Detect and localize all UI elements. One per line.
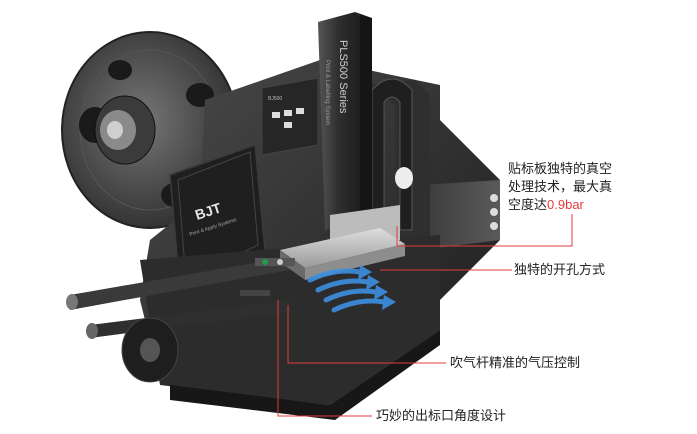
- lower-edge: [170, 330, 440, 420]
- control-panel: BJ500: [261, 77, 319, 156]
- callout-vacuum-value: 0.9bar: [547, 197, 584, 212]
- callout-vacuum-line-3: 空度达0.9bar: [508, 196, 612, 214]
- callout-vacuum-line-1: 贴标板独特的真空: [508, 161, 613, 176]
- output-parts: [240, 258, 295, 296]
- rollers: [66, 255, 300, 383]
- logo-text: BJT: [193, 199, 224, 223]
- panel-button-icon: [296, 108, 304, 114]
- callout-vacuum: 贴标板独特的真空 处理技术，最大真 空度达0.9bar: [508, 160, 612, 214]
- callout-angle: 巧妙的出标口角度设计: [376, 408, 507, 423]
- callout-airflow: 吹气杆精准的气压控制: [450, 355, 581, 370]
- column-title: PLS500 Series: [337, 40, 349, 114]
- print-column: PLS500 Series Print & Labelling System: [318, 12, 372, 230]
- column-subtitle: Print & Labelling System: [324, 60, 330, 125]
- callout-vacuum-line-3-text: 空度达: [508, 197, 548, 212]
- panel-button-icon: [272, 112, 280, 118]
- panel-button-icon: [284, 110, 292, 116]
- panel-tag: BJ500: [268, 96, 282, 102]
- panel-button-icon: [284, 122, 292, 128]
- callout-vacuum-line-2: 处理技术，最大真: [508, 179, 613, 194]
- callout-holes: 独特的开孔方式: [514, 262, 606, 277]
